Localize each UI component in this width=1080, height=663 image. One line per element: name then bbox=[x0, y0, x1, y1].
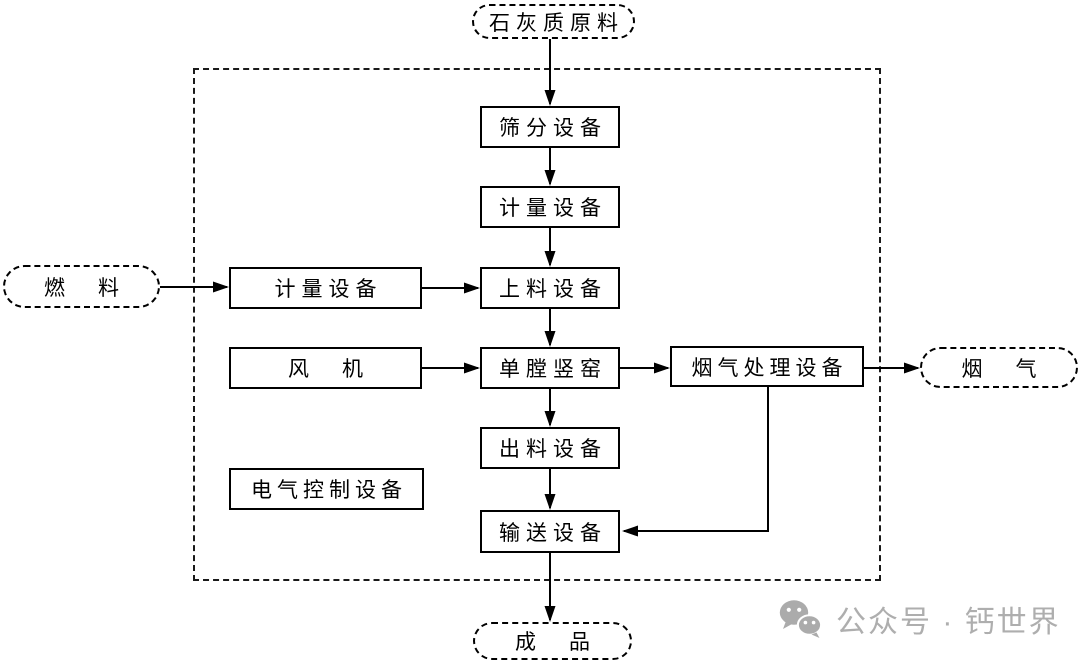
node-flue-gas: 烟 气 bbox=[920, 347, 1078, 388]
node-screening-equipment: 筛分设备 bbox=[480, 106, 620, 148]
node-feeding-equipment: 上料设备 bbox=[480, 267, 620, 309]
node-single-chamber-shaft-kiln: 单膛竖窑 bbox=[480, 347, 620, 389]
node-limestone-raw-material: 石灰质原料 bbox=[472, 4, 635, 39]
watermark: 公众号 · 钙世界 bbox=[778, 597, 1061, 641]
node-metering-equipment-top: 计量设备 bbox=[480, 186, 620, 228]
system-boundary-dashed-box bbox=[193, 68, 881, 581]
node-conveying-equipment: 输送设备 bbox=[480, 510, 620, 553]
node-metering-equipment-fuel: 计量设备 bbox=[229, 267, 422, 309]
watermark-text: 公众号 · 钙世界 bbox=[836, 606, 1061, 639]
node-fuel: 燃 料 bbox=[3, 265, 160, 308]
node-electrical-control-equipment: 电气控制设备 bbox=[229, 468, 424, 510]
node-discharge-equipment: 出料设备 bbox=[480, 427, 620, 469]
node-flue-gas-treatment-equipment: 烟气处理设备 bbox=[670, 346, 864, 387]
wechat-icon bbox=[778, 599, 824, 639]
node-finished-product: 成 品 bbox=[473, 622, 632, 660]
node-fan: 风 机 bbox=[229, 347, 422, 389]
